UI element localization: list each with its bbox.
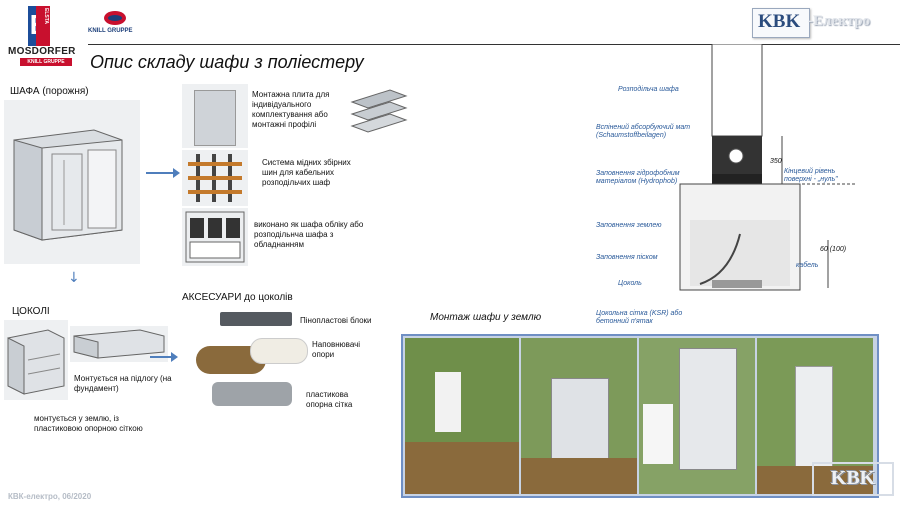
foam-block-icon [220, 312, 292, 326]
kbk-logo-suffix: -Електро [808, 13, 871, 29]
diag-mat-label: Вспінений абсорбуючий мат (Schaumstoffbe… [596, 124, 691, 139]
electrician-figure [643, 404, 673, 464]
arrow-right-icon-2 [150, 352, 178, 362]
install-photo-2 [521, 338, 637, 494]
grid-label: пластикова опорна сітка [306, 390, 353, 409]
diag-sand-label: Заповнення піском [596, 254, 658, 261]
diag-earth-label: Заповнення землею [596, 222, 662, 229]
mounting-plate-image [182, 84, 248, 148]
install-photo-4 [757, 338, 873, 494]
support-grid-icon [212, 382, 292, 406]
diag-grid-label: Цокольна сітка (KSR) або бетонний п'ятак [596, 310, 683, 325]
plate-description: Монтажна плита для індивідуального компл… [252, 90, 330, 129]
knill-logo-text: KNILL GRUPPE [88, 28, 133, 34]
install-photo-1 [405, 338, 519, 494]
diag-dim-60: 60 (100) [820, 246, 847, 253]
page-title: Опис складу шафи з поліестеру [90, 52, 364, 72]
plinth-ground-icon [73, 329, 165, 359]
busbar-description: Система мідних збірних шин для кабельних… [262, 158, 351, 187]
diag-hydrophob-label: Заповнення гідрофобним матеріалом (Hydro… [596, 170, 680, 185]
open-cabinet [679, 348, 737, 470]
accessories-title: АКСЕСУАРИ до цоколів [182, 292, 293, 303]
diag-plinth-label: Цоколь [618, 280, 642, 287]
footer-text: КВК-електро, 06/2020 [8, 492, 92, 501]
install-photo-strip [401, 334, 879, 498]
meter-cabinet-image [182, 208, 248, 266]
rails-icon [350, 89, 408, 133]
mosdorfer-logo: MOSDORFER [8, 46, 76, 57]
finished-cabinet [795, 366, 833, 472]
filler-white-icon [250, 338, 308, 364]
installation-diagram [660, 43, 860, 304]
soil-ground [521, 458, 637, 494]
cross-section-diagram [679, 43, 856, 291]
plinth-label: ЦОКОЛІ [12, 306, 50, 317]
mosdorfer-sub: KNILL GRUPPE [20, 58, 72, 66]
floor-mount-note: Монтується на підлогу (на фундамент) [74, 374, 172, 393]
arrow-right-icon [146, 168, 180, 178]
kbk-logo-text: KBK [758, 11, 801, 32]
busbar-image [182, 150, 248, 206]
elsta-logo-text: ELSTA [43, 8, 49, 25]
foam-label: Пінопластові блоки [300, 316, 372, 325]
plinth-floor-image [4, 320, 68, 400]
plinth-floor-icon [7, 329, 65, 395]
cabinet-frame [551, 378, 609, 460]
soil-backfill [757, 466, 873, 494]
meter-description: виконано як шафа обліку або розподільнча… [254, 220, 364, 249]
install-photo-3 [639, 338, 755, 494]
knill-logo-inner [108, 15, 122, 21]
arrow-down-icon: ↓ [68, 270, 80, 286]
kbk-logo-box [752, 8, 810, 38]
meter-equipment-icon [185, 211, 245, 263]
install-title: Монтаж шафи у землю [430, 312, 542, 323]
empty-cabinet-icon [13, 129, 123, 241]
cabinet-label: ШАФА (порожня) [10, 86, 89, 97]
filler-label: Наповнювачі опори [312, 340, 361, 359]
soil-trench [405, 442, 519, 494]
worker-figure [435, 372, 461, 432]
diag-level-label: Кінцевий рівень поверхні - „нуль" [784, 168, 838, 183]
diag-cabinet-label: Розподільча шафа [618, 86, 679, 93]
header-divider [88, 44, 900, 45]
kbk-watermark: KBK [812, 462, 894, 496]
profile-rails-image [350, 88, 408, 138]
ground-mount-note: монтується у землю, із пластиковою опорн… [34, 414, 143, 433]
cabinet-image [4, 100, 140, 264]
plate-icon [194, 90, 236, 146]
elsta-logo-stripe [36, 6, 50, 46]
diag-cable-label: кабель [796, 262, 819, 269]
busbar-icon [188, 154, 242, 202]
diag-dim-350: 350 [770, 158, 782, 165]
